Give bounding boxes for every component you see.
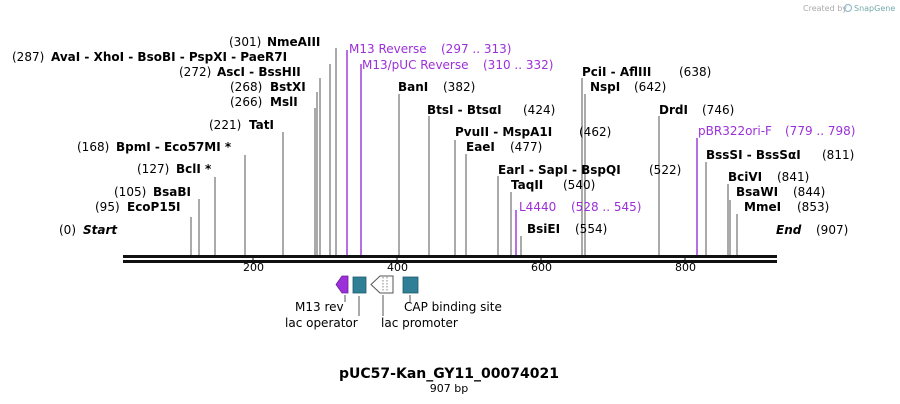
primer-range-l4440: (528 .. 545) — [571, 200, 641, 214]
end-label: End — [776, 223, 802, 237]
site-name-nspi: NspI — [590, 80, 620, 94]
site-name-eari: EarI - SapI - BspQI — [498, 163, 621, 177]
site-name-mmei: MmeI — [744, 200, 781, 214]
tick-label-800: 800 — [675, 261, 696, 274]
site-pos-bsawi: (844) — [793, 185, 825, 199]
site-pos-bsabi: (105) — [114, 185, 146, 199]
snapgene-logo-icon — [843, 3, 853, 13]
site-name-ecop15i: EcoP15I — [127, 200, 181, 214]
primer-marker-l4440 — [503, 210, 517, 263]
end-position: (907) — [816, 223, 848, 237]
site-name-bpmi: BpmI - Eco57MI * — [116, 140, 232, 154]
site-name-bcivi: BciVI — [728, 170, 762, 184]
start-label: Start — [83, 223, 118, 237]
site-name-msli: MslI — [270, 95, 298, 109]
site-name-bani: BanI — [398, 80, 428, 94]
site-name-bsssi: BssSI - BssSαI — [706, 148, 801, 162]
cut-lines — [190, 48, 738, 256]
right-site-labels: BanI (382) BtsI - BtsαI (424) PvuII - Ms… — [398, 65, 854, 236]
primer-marker-m13-reverse — [336, 50, 348, 263]
snapgene-watermark: Created by SnapGene — [803, 3, 895, 13]
site-pos-bstxi: (268) — [230, 80, 262, 94]
site-pos-pvuii: (462) — [579, 125, 611, 139]
site-name-bsabi: BsaBI — [153, 185, 191, 199]
primer-name-l4440: L4440 — [519, 200, 556, 214]
site-pos-bcli: (127) — [137, 162, 169, 176]
site-name-bstxi: BstXI — [270, 80, 306, 94]
map-length: 907 bp — [430, 382, 468, 395]
primer-name-m13puc-reverse: M13/pUC Reverse — [362, 58, 469, 72]
site-pos-tati: (221) — [209, 118, 241, 132]
feature-label-lac-operator: lac operator — [285, 316, 358, 330]
primer-marker-pbr322ori-f — [684, 138, 698, 263]
site-pos-drdi: (746) — [702, 103, 734, 117]
feature-label-cap-binding-site: CAP binding site — [404, 300, 502, 314]
site-pos-ecop15i: (95) — [95, 200, 120, 214]
site-pos-eari: (522) — [649, 163, 681, 177]
primer-range-m13-reverse: (297 .. 313) — [441, 42, 511, 56]
tick-label-200: 200 — [243, 261, 264, 274]
site-name-asci: AscI - BssHII — [217, 65, 301, 79]
backbone-top-strand — [123, 255, 777, 258]
site-pos-btsi: (424) — [523, 103, 555, 117]
tick-label-600: 600 — [531, 261, 552, 274]
site-pos-bpmi: (168) — [77, 140, 109, 154]
site-pos-bani: (382) — [443, 80, 475, 94]
primer-name-pbr322ori-f: pBR322ori-F — [698, 124, 772, 138]
site-pos-bcivi: (841) — [777, 170, 809, 184]
lac-operator-box-icon — [352, 276, 367, 294]
site-pos-nspi: (642) — [634, 80, 666, 94]
left-site-labels: (287) AvaI - XhoI - BsoBI - PspXI - PaeR… — [12, 35, 320, 214]
site-pos-asci: (272) — [179, 65, 211, 79]
site-pos-mmei: (853) — [797, 200, 829, 214]
site-name-avai: AvaI - XhoI - BsoBI - PspXI - PaeR7I — [51, 50, 287, 64]
start-position: (0) — [59, 223, 76, 237]
feature-track — [335, 275, 419, 316]
primer-name-m13-reverse: M13 Reverse — [349, 42, 427, 56]
site-name-tati: TatI — [249, 118, 274, 132]
feature-label-lac-promoter: lac promoter — [381, 316, 458, 330]
site-pos-bsiei: (554) — [575, 222, 607, 236]
site-pos-taqii: (540) — [563, 178, 595, 192]
watermark-brand: SnapGene — [854, 4, 895, 13]
site-pos-bsssi: (811) — [822, 148, 854, 162]
m13-rev-arrow-icon — [335, 275, 349, 294]
site-pos-pcii: (638) — [679, 65, 711, 79]
lac-promoter-arrow-icon — [370, 275, 394, 294]
site-pos-nmeaiii: (301) — [229, 35, 261, 49]
site-name-pcii: PciI - AflIII — [582, 65, 651, 79]
site-pos-msli: (266) — [230, 95, 262, 109]
site-name-bsiei: BsiEI — [527, 222, 560, 236]
site-name-eaei: EaeI — [466, 140, 495, 154]
backbone-bottom-strand — [123, 260, 777, 263]
primer-labels: M13 Reverse (297 .. 313) M13/pUC Reverse… — [349, 42, 855, 214]
site-name-bcli: BclI * — [176, 162, 212, 176]
site-name-pvuii: PvuII - MspA1I — [455, 125, 552, 139]
tick-label-400: 400 — [387, 261, 408, 274]
site-pos-eaei: (477) — [510, 140, 542, 154]
feature-label-m13-rev: M13 rev — [295, 300, 344, 314]
site-name-btsi: BtsI - BtsαI — [427, 103, 502, 117]
watermark-prefix: Created by — [803, 4, 847, 13]
backbone — [123, 255, 777, 264]
site-name-nmeaiii: NmeAIII — [267, 35, 320, 49]
site-pos-avai: (287) — [12, 50, 44, 64]
primer-range-pbr322ori-f: (779 .. 798) — [785, 124, 855, 138]
cap-binding-site-box-icon — [402, 276, 419, 294]
map-title: pUC57-Kan_GY11_00074021 — [339, 366, 559, 382]
site-name-drdi: DrdI — [659, 103, 688, 117]
primer-range-m13puc-reverse: (310 .. 332) — [483, 58, 553, 72]
site-name-bsawi: BsaWI — [736, 185, 778, 199]
site-name-taqii: TaqII — [511, 178, 543, 192]
